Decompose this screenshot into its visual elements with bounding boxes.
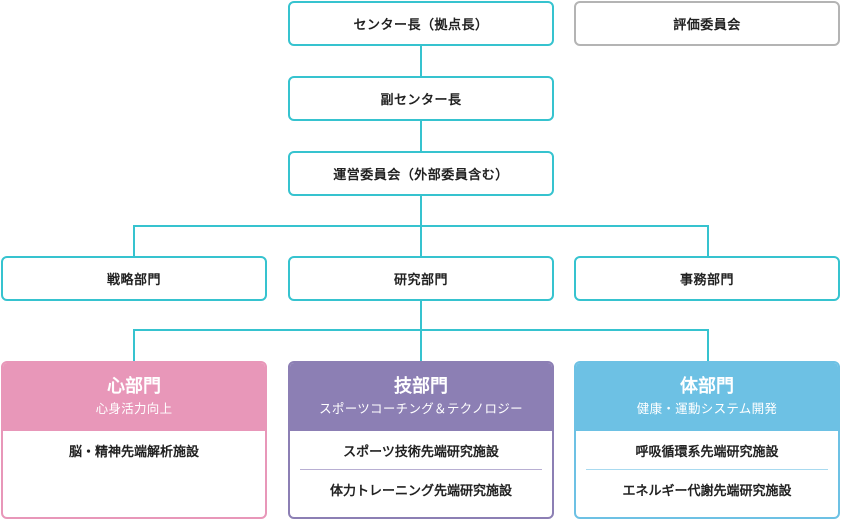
department-research-label: 研究部門 bbox=[393, 273, 448, 288]
department-admin-box: 事務部門 bbox=[574, 256, 840, 301]
evaluation-committee-label: 評価委員会 bbox=[673, 18, 741, 33]
department-admin-label: 事務部門 bbox=[679, 273, 734, 288]
connector-vice-steering bbox=[420, 120, 422, 151]
connector-steering-departments bbox=[420, 195, 422, 226]
director-label: センター長（拠点長） bbox=[353, 18, 489, 33]
facility-divider bbox=[586, 469, 828, 470]
division-mind: 心部門 心身活力向上 脳・精神先端解析施設 bbox=[1, 361, 267, 519]
vice-director-label: 副センター長 bbox=[380, 93, 462, 108]
connector-mind-drop bbox=[133, 329, 135, 361]
director-box: センター長（拠点長） bbox=[288, 1, 554, 46]
division-body-header: 体部門 健康・運動システム開発 bbox=[576, 363, 838, 431]
evaluation-committee-box: 評価委員会 bbox=[574, 1, 840, 46]
connector-body-drop bbox=[707, 329, 709, 361]
connector-strategy-drop bbox=[133, 225, 135, 256]
facility-cardiorespiratory: 呼吸循環系先端研究施設 bbox=[635, 444, 779, 460]
division-mind-title: 心部門 bbox=[107, 376, 161, 397]
facility-sports-technology: スポーツ技術先端研究施設 bbox=[343, 444, 499, 460]
division-skill: 技部門 スポーツコーチング＆テクノロジー スポーツ技術先端研究施設 体力トレーニ… bbox=[288, 361, 554, 519]
steering-committee-box: 運営委員会（外部委員含む） bbox=[288, 151, 554, 196]
connector-director-vice bbox=[420, 45, 422, 76]
division-body: 体部門 健康・運動システム開発 呼吸循環系先端研究施設 エネルギー代謝先端研究施… bbox=[574, 361, 840, 519]
facility-divider bbox=[300, 469, 542, 470]
connector-research-divisions bbox=[420, 300, 422, 330]
connector-admin-drop bbox=[707, 225, 709, 256]
division-skill-subtitle: スポーツコーチング＆テクノロジー bbox=[319, 401, 523, 416]
department-strategy-box: 戦略部門 bbox=[1, 256, 267, 301]
facility-energy-metabolism: エネルギー代謝先端研究施設 bbox=[622, 483, 792, 499]
division-mind-subtitle: 心身活力向上 bbox=[95, 401, 173, 416]
division-skill-title: 技部門 bbox=[394, 376, 448, 397]
connector-skill-drop bbox=[420, 329, 422, 361]
division-body-subtitle: 健康・運動システム開発 bbox=[636, 401, 778, 416]
facility-brain-psychiatry: 脳・精神先端解析施設 bbox=[68, 444, 199, 460]
division-mind-header: 心部門 心身活力向上 bbox=[3, 363, 265, 431]
connector-research-drop bbox=[420, 225, 422, 256]
division-skill-header: 技部門 スポーツコーチング＆テクノロジー bbox=[290, 363, 552, 431]
department-research-box: 研究部門 bbox=[288, 256, 554, 301]
department-strategy-label: 戦略部門 bbox=[106, 273, 161, 288]
facility-physical-training: 体力トレーニング先端研究施設 bbox=[329, 483, 512, 499]
steering-committee-label: 運営委員会（外部委員含む） bbox=[333, 168, 509, 183]
vice-director-box: 副センター長 bbox=[288, 76, 554, 121]
division-body-title: 体部門 bbox=[680, 376, 734, 397]
